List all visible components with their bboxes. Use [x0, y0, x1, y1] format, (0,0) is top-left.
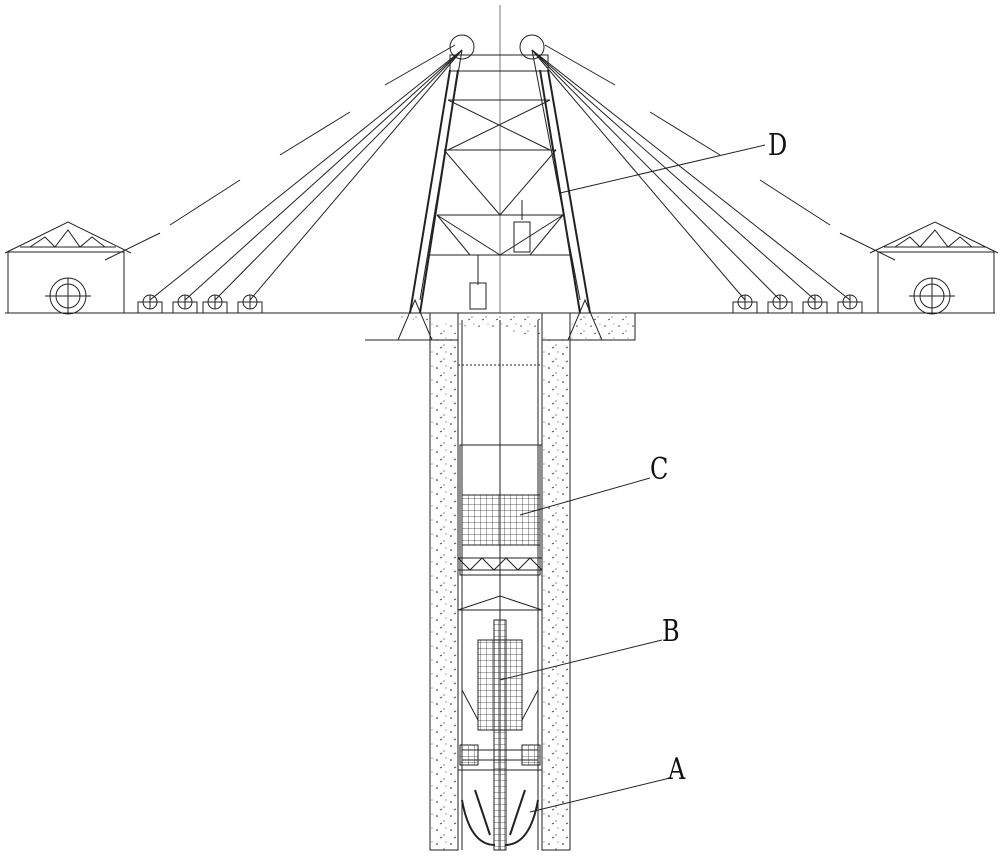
rope — [531, 49, 781, 301]
leader-lines — [499, 144, 766, 813]
guy-line — [544, 44, 616, 86]
winch — [172, 294, 198, 314]
winch — [837, 294, 863, 314]
winch — [767, 294, 793, 314]
rope — [149, 49, 463, 301]
headframe — [397, 5, 603, 341]
rope — [531, 49, 816, 301]
hoist-house-right — [869, 221, 999, 315]
rope — [531, 49, 581, 301]
winch — [732, 294, 758, 314]
winch — [137, 294, 163, 314]
rope — [184, 49, 463, 301]
rope — [531, 49, 851, 301]
winches — [137, 294, 863, 314]
guy-line — [169, 179, 241, 226]
label-b: B — [662, 614, 680, 649]
winch — [202, 294, 228, 314]
guy-line — [279, 111, 351, 156]
sinking-platform — [457, 364, 543, 576]
guy-line — [649, 111, 721, 156]
label-d: D — [768, 128, 788, 163]
rope — [249, 49, 463, 301]
label-a: A — [668, 752, 686, 787]
rope — [214, 49, 463, 301]
guy-line — [759, 179, 831, 226]
label-c: C — [650, 452, 669, 487]
shaft — [365, 312, 636, 851]
guy-line — [104, 232, 161, 261]
guy-line — [384, 44, 456, 86]
guy-line — [839, 232, 896, 261]
hoist-house-left — [4, 221, 132, 315]
winch — [802, 294, 828, 314]
shaft-boring-machine — [457, 595, 543, 851]
winch — [237, 294, 263, 314]
